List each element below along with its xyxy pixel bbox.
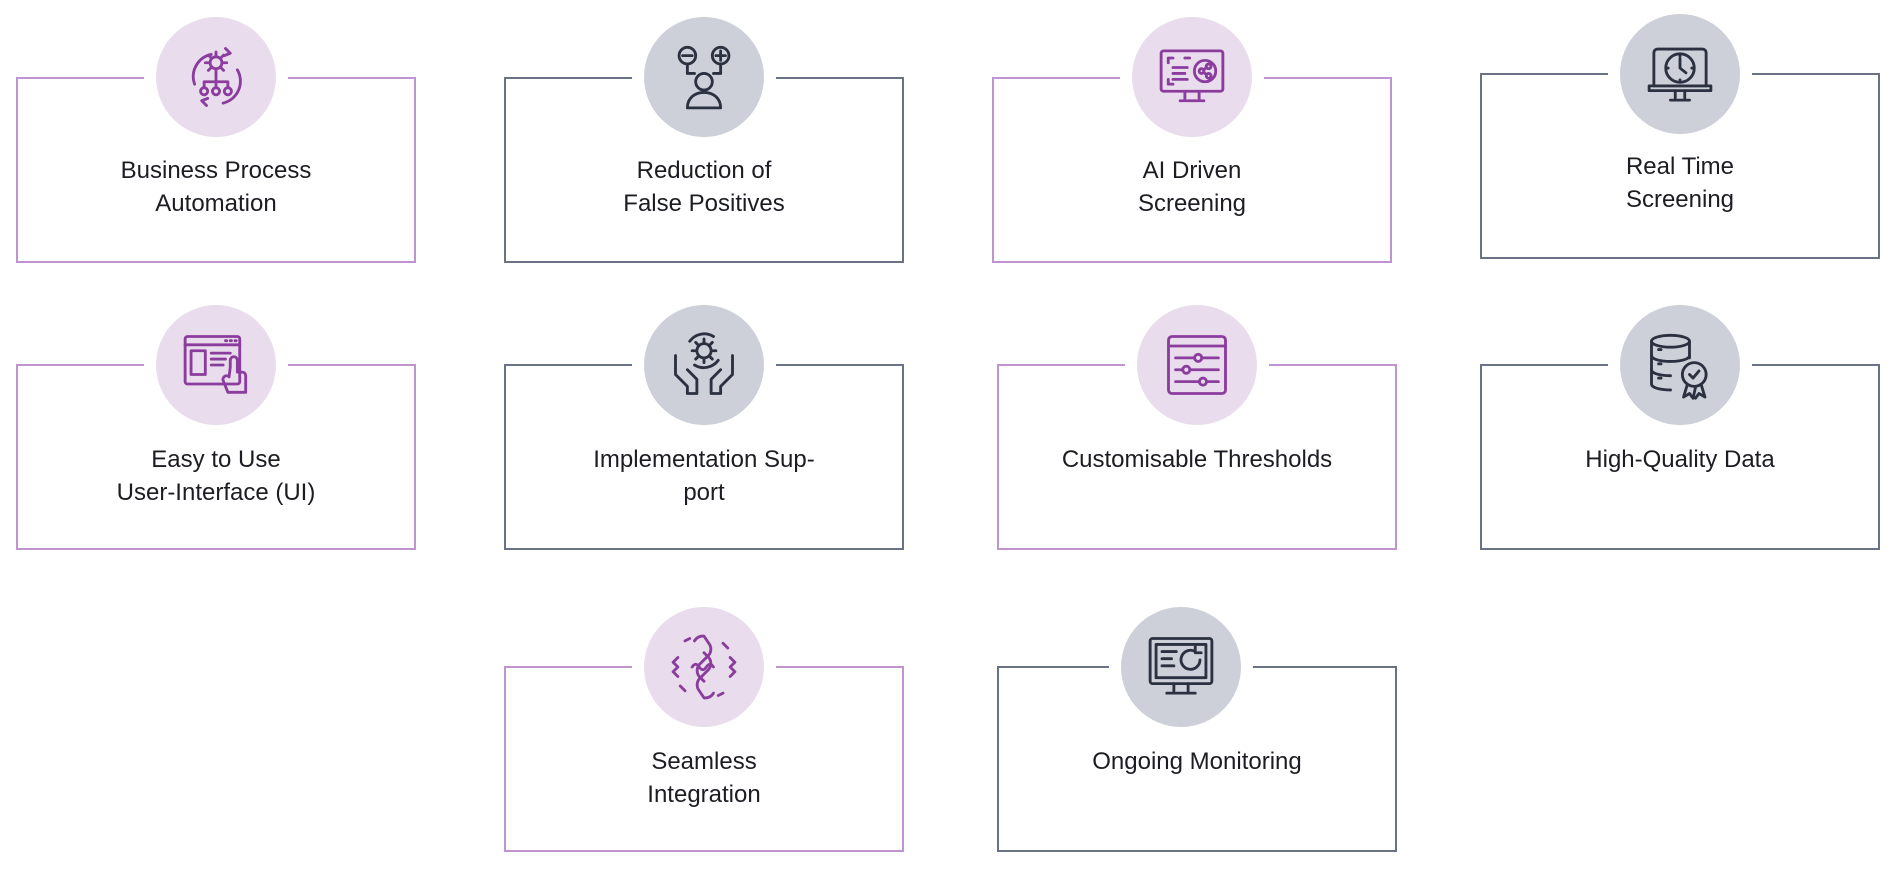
sliders-icon (1137, 305, 1257, 425)
gear-link-icon (644, 607, 764, 727)
ai-monitor-icon (1132, 17, 1252, 137)
feature-label: Business Process Automation (120, 157, 312, 217)
ui-click-icon (156, 305, 276, 425)
feature-label: High-Quality Data (1585, 446, 1775, 473)
feature-card-business-process-automation: Business Process Automation (16, 77, 416, 263)
feature-label: Seamless Integration (647, 748, 761, 808)
monitor-refresh-icon (1121, 607, 1241, 727)
clock-monitor-icon (1620, 14, 1740, 134)
feature-label: AI Driven Screening (1137, 157, 1247, 217)
user-plus-minus-icon (644, 17, 764, 137)
database-badge-icon (1620, 305, 1740, 425)
feature-label: Ongoing Monitoring (1092, 748, 1302, 775)
feature-label: Customisable Thresholds (1061, 446, 1333, 473)
feature-label: Easy to Use User-Interface (UI) (116, 446, 316, 506)
feature-label: Real Time Screening (1625, 153, 1735, 213)
feature-label: Implementation Sup- port (593, 446, 815, 506)
feature-label: Reduction of False Positives (623, 157, 785, 217)
hands-gear-icon (644, 305, 764, 425)
process-automation-icon (156, 17, 276, 137)
